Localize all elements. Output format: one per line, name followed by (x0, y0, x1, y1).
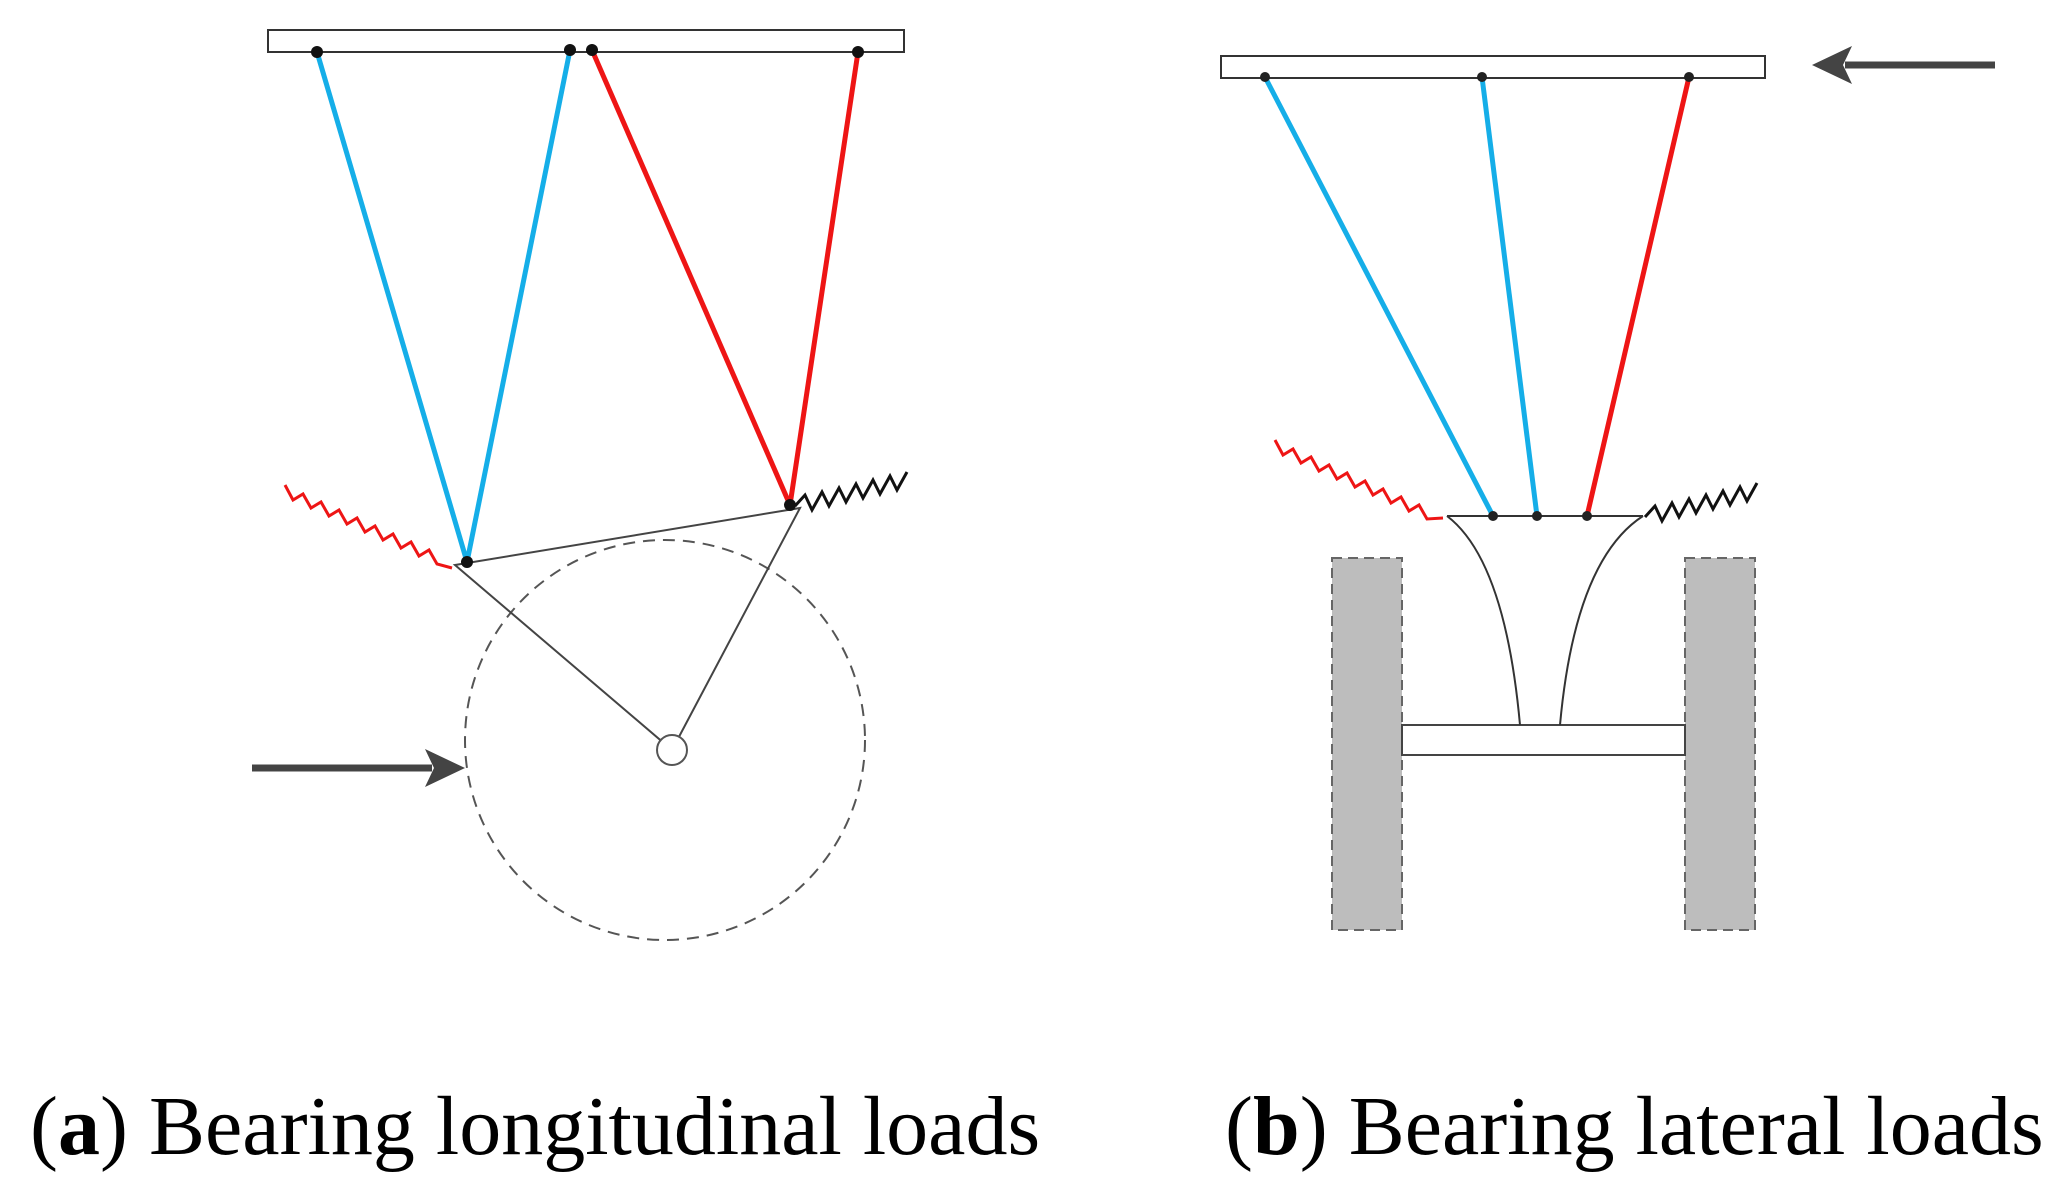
joint (784, 499, 796, 511)
panel-a-knuckle (452, 506, 802, 752)
panel-a-wheel-outline (464, 539, 866, 941)
panel-b-tag: b (1252, 1080, 1300, 1173)
panel-a-caption: (a) Bearing longitudinal loads (30, 1080, 1041, 1173)
panel-a-caption-text: Bearing longitudinal loads (148, 1080, 1041, 1173)
panel-a-wheel-center (656, 734, 688, 766)
panel-a-red-spring (283, 484, 453, 570)
joint (564, 44, 576, 56)
panel-b-caption-text: Bearing lateral loads (1348, 1080, 2044, 1173)
panel-a-longitudinal (252, 29, 909, 941)
panel-a-force-arrow (252, 749, 465, 787)
panel-b-right-wheel (1684, 557, 1756, 931)
panel-b-knuckle-left (1446, 515, 1521, 726)
joint (461, 556, 473, 568)
panel-b-axle (1401, 724, 1686, 756)
panel-a-red-rod-right (787, 51, 861, 506)
joint (852, 46, 864, 58)
panel-b-knuckle-right (1559, 515, 1644, 726)
panel-a-tag: a (57, 1080, 100, 1173)
joint (1488, 511, 1498, 521)
joint (1477, 72, 1487, 82)
panel-b-caption: (b) Bearing lateral loads (1225, 1080, 2044, 1173)
panel-a-blue-rod-left (314, 51, 470, 563)
joint (586, 44, 598, 56)
panel-b-chassis-bar (1220, 55, 1766, 79)
panel-a-black-spring (793, 471, 909, 514)
panel-b-blue-rod-left (1262, 75, 1496, 518)
panel-a-blue-rod-right (464, 49, 573, 563)
panel-b-lateral (1220, 46, 1995, 931)
panel-a-red-rod-left (589, 49, 793, 506)
joint (1260, 72, 1270, 82)
panel-b-red-spring (1273, 439, 1444, 521)
panel-b-red-rod (1584, 76, 1692, 517)
panel-b-joints (1260, 72, 1694, 521)
joint (1684, 72, 1694, 82)
panel-b-left-wheel (1331, 557, 1403, 931)
panel-b-blue-rod-middle (1479, 76, 1540, 517)
panel-a-chassis-bar (267, 29, 905, 53)
joint (1532, 511, 1542, 521)
joint (311, 46, 323, 58)
panel-a-joints (311, 44, 864, 568)
panel-b-force-arrow (1812, 46, 1995, 84)
joint (1582, 511, 1592, 521)
panel-b-black-spring (1643, 482, 1759, 525)
